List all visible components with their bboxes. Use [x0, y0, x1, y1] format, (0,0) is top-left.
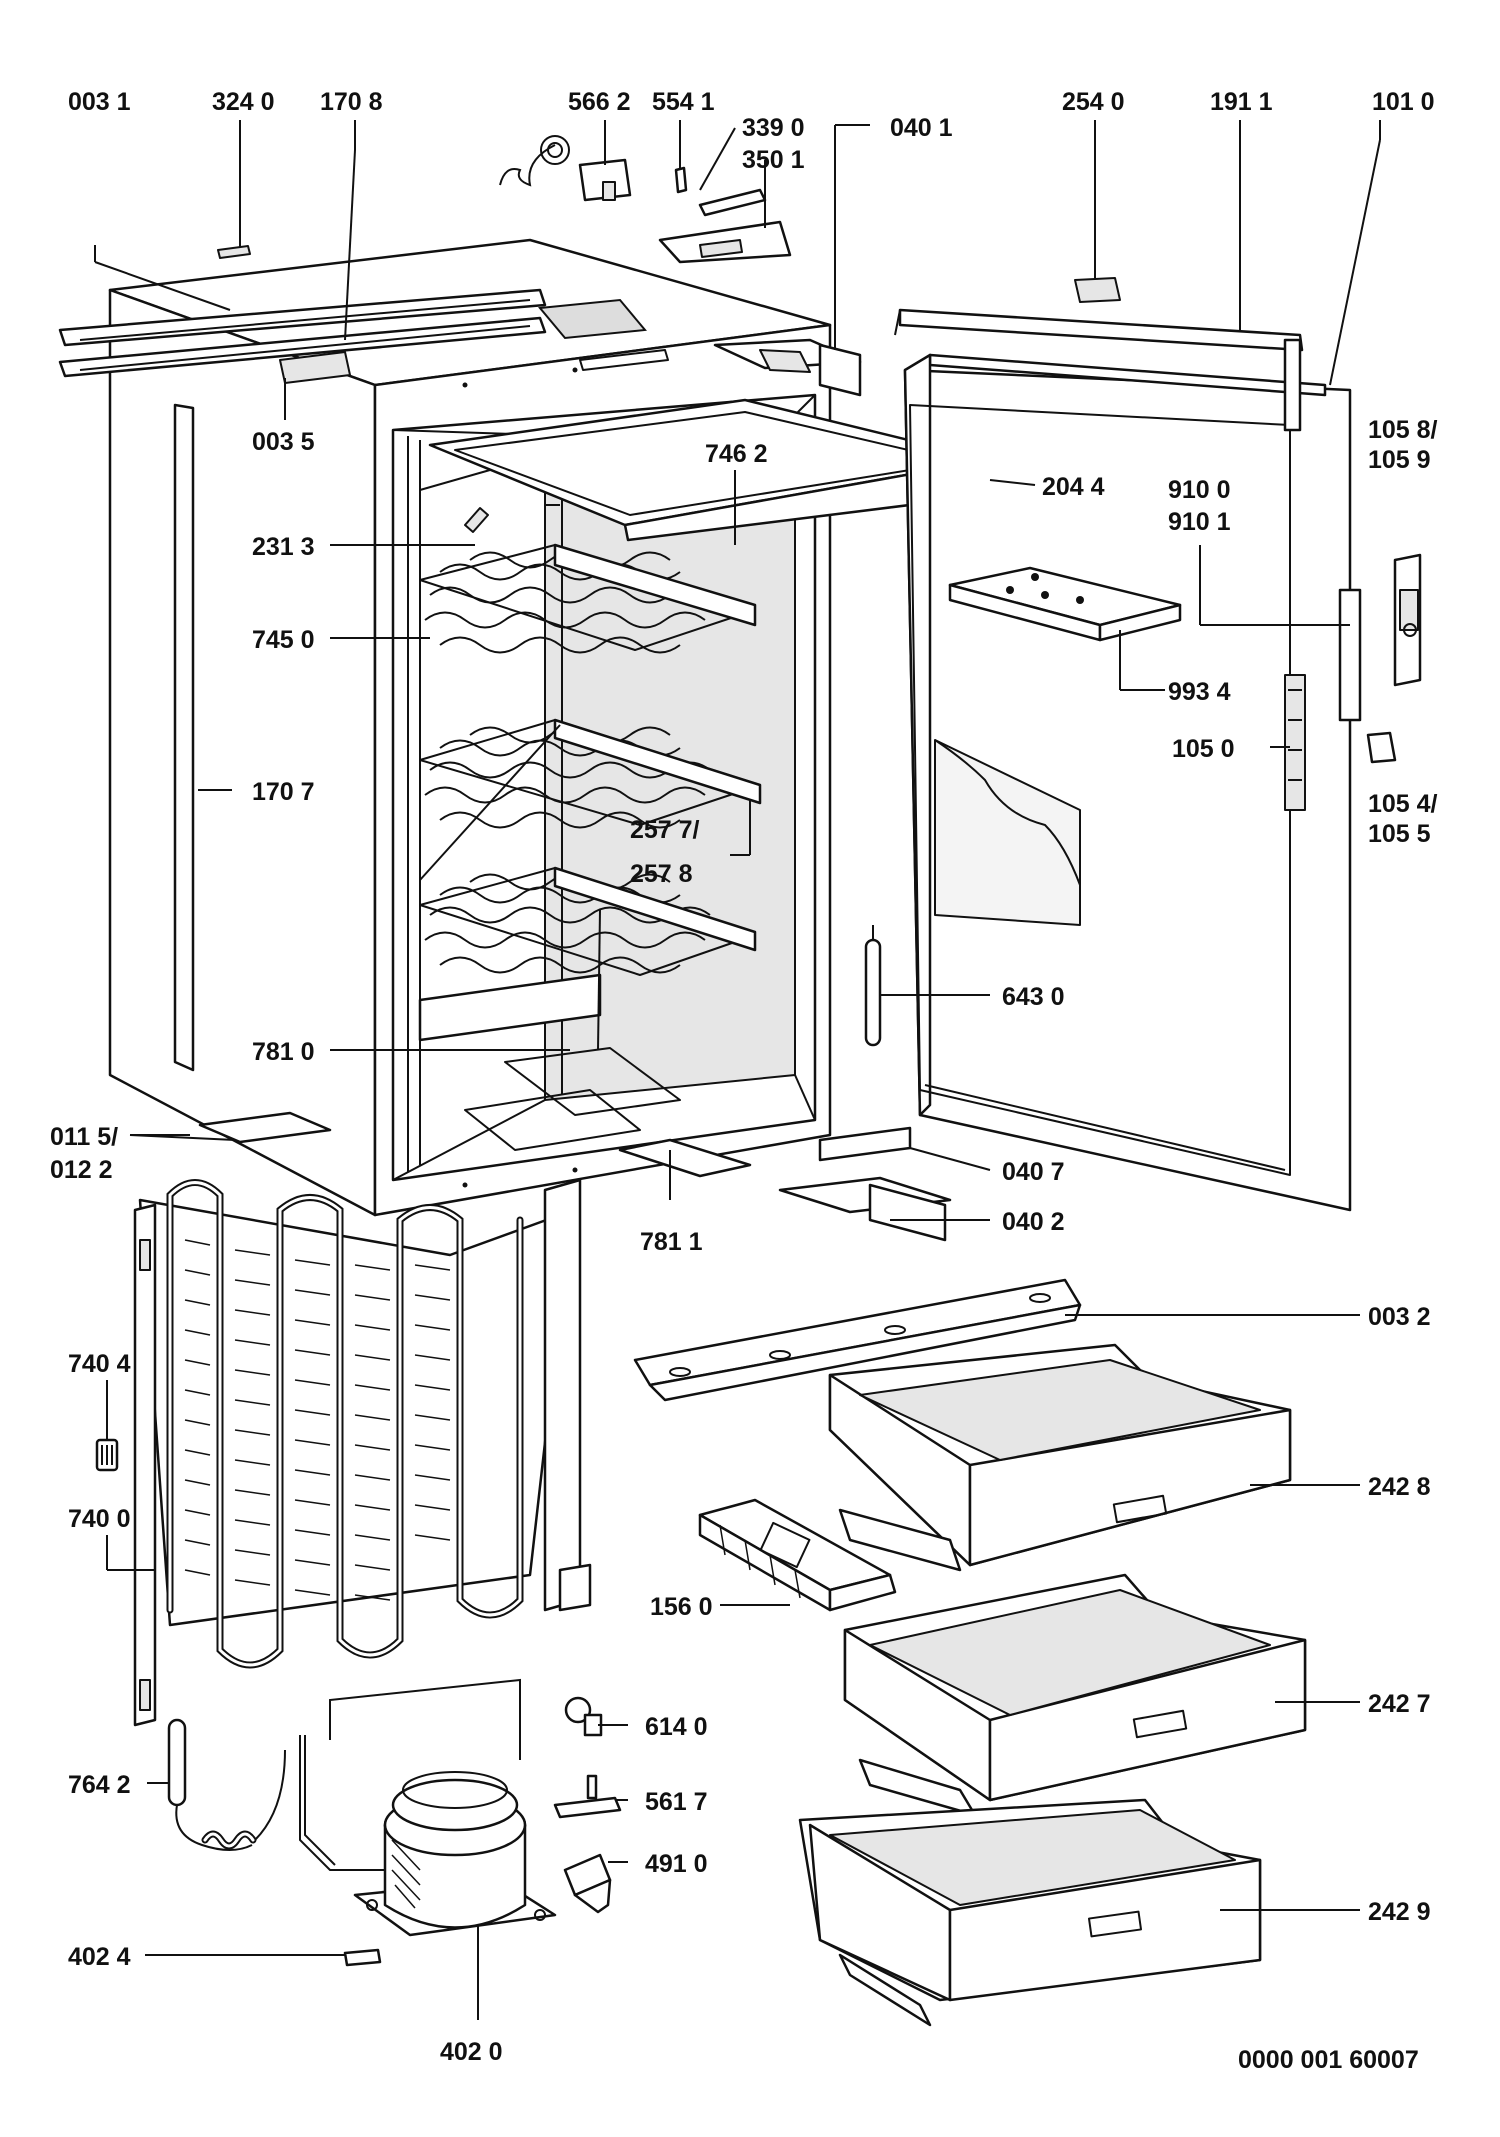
part-labels: 003 1 324 0 170 8 566 2 554 1 339 0 350 …	[50, 88, 1438, 2074]
light-housing	[464, 507, 489, 533]
grommet	[95, 1438, 119, 1472]
label-204-4: 204 4	[1042, 473, 1105, 501]
label-231-3: 231 3	[252, 533, 315, 561]
label-003-5: 003 5	[252, 428, 315, 456]
door-bin-lid	[948, 566, 1182, 642]
label-170-8: 170 8	[320, 88, 383, 116]
bottom-bracket	[198, 1111, 332, 1144]
magnet-strip	[1284, 674, 1306, 811]
label-324-0: 324 0	[212, 88, 275, 116]
thermometer	[864, 925, 882, 1047]
label-105-0: 105 0	[1172, 735, 1235, 763]
label-781-0: 781 0	[252, 1038, 315, 1066]
label-012-2: 012 2	[50, 1156, 113, 1184]
door-stop-2540	[1074, 277, 1121, 303]
label-040-7: 040 7	[1002, 1158, 1065, 1186]
label-170-7: 170 7	[252, 778, 315, 806]
label-910-1: 910 1	[1168, 508, 1231, 536]
label-242-8: 242 8	[1368, 1473, 1431, 1501]
label-402-4: 402 4	[68, 1943, 131, 1971]
label-764-2: 764 2	[68, 1771, 131, 1799]
label-910-0: 910 0	[1168, 476, 1231, 504]
label-350-1: 350 1	[742, 146, 805, 174]
door-handle	[894, 308, 1304, 432]
relay-6140	[564, 1696, 603, 1737]
label-242-7: 242 7	[1368, 1690, 1431, 1718]
clip-part	[217, 245, 251, 259]
label-105-5: 105 5	[1368, 820, 1431, 848]
hinge-top	[713, 338, 862, 397]
rail-7811	[618, 1138, 752, 1178]
label-156-0: 156 0	[650, 1593, 713, 1621]
knob-5541	[674, 166, 688, 194]
wire-shelf-top	[419, 543, 757, 654]
small-bracket-1054	[1366, 731, 1397, 764]
label-011-5: 011 5/	[50, 1123, 118, 1151]
drip-tray	[418, 973, 681, 1151]
leader-lines	[94, 120, 1381, 2020]
label-257-8: 257 8	[630, 860, 693, 888]
label-781-1: 781 1	[640, 1228, 703, 1256]
document-number: 0000 001 60007	[1238, 2046, 1419, 2074]
label-105-9: 105 9	[1368, 446, 1431, 474]
drawer-upper	[828, 1343, 1292, 1572]
label-561-7: 561 7	[645, 1788, 708, 1816]
label-040-1: 040 1	[890, 114, 953, 142]
label-003-1: 003 1	[68, 88, 131, 116]
drawer-middle	[843, 1573, 1307, 1817]
thermostat	[499, 135, 632, 202]
dryer-filter	[167, 1718, 286, 1851]
compressor	[299, 1678, 557, 1937]
label-614-0: 614 0	[645, 1713, 708, 1741]
lamp-holder	[658, 188, 792, 264]
drawer-lower	[798, 1798, 1262, 2027]
label-191-1: 191 1	[1210, 88, 1273, 116]
clip-4024	[343, 1948, 382, 1967]
label-740-4: 740 4	[68, 1350, 131, 1378]
label-003-2: 003 2	[1368, 1303, 1431, 1331]
label-257-7: 257 7/	[630, 816, 700, 844]
label-993-4: 993 4	[1168, 678, 1231, 706]
cabinet-body	[108, 238, 832, 1217]
label-105-4: 105 4/	[1368, 790, 1438, 818]
label-254-0: 254 0	[1062, 88, 1125, 116]
cover-4910	[563, 1853, 612, 1914]
hinge-bottom	[778, 1126, 952, 1242]
label-101-0: 101 0	[1372, 88, 1435, 116]
label-746-2: 746 2	[705, 440, 768, 468]
condenser	[133, 1178, 592, 1727]
label-339-0: 339 0	[742, 114, 805, 142]
label-740-0: 740 0	[68, 1505, 131, 1533]
top-cover-strips	[58, 288, 547, 378]
door-hinge-right	[1393, 553, 1422, 687]
label-402-0: 402 0	[440, 2038, 503, 2066]
clip-5617	[553, 1774, 622, 1819]
label-643-0: 643 0	[1002, 983, 1065, 1011]
door	[903, 353, 1362, 1212]
wire-shelf-bottom	[419, 866, 757, 976]
label-554-1: 554 1	[652, 88, 715, 116]
label-105-8: 105 8/	[1368, 416, 1438, 444]
label-491-0: 491 0	[645, 1850, 708, 1878]
label-242-9: 242 9	[1368, 1898, 1431, 1926]
drawer-cover-plate	[633, 1278, 1082, 1402]
label-040-2: 040 2	[1002, 1208, 1065, 1236]
egg-tray	[698, 1498, 897, 1612]
label-566-2: 566 2	[568, 88, 631, 116]
label-745-0: 745 0	[252, 626, 315, 654]
